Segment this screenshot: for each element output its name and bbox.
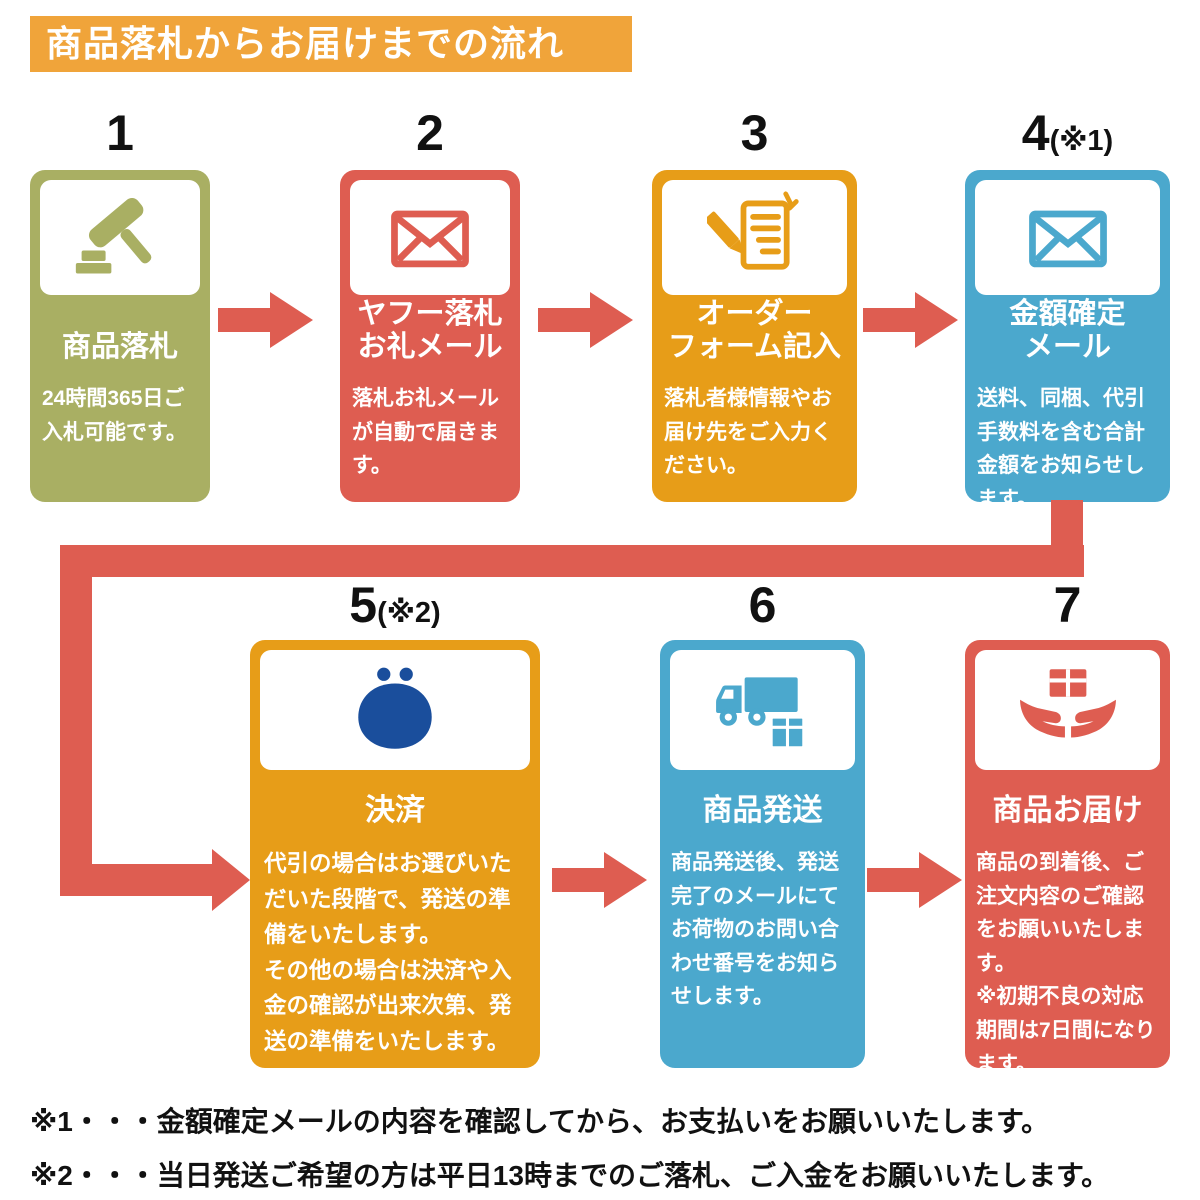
step-title: 金額確定 メール xyxy=(1009,298,1126,363)
mail-icon xyxy=(1028,210,1107,267)
order-form-icon xyxy=(706,190,799,270)
step-number-1: 1 xyxy=(106,105,134,161)
step-number-7: 7 xyxy=(1053,577,1082,633)
delivery-hands-icon xyxy=(1019,669,1116,738)
step-title: 商品落札 xyxy=(61,331,178,363)
step-title: 商品お届け xyxy=(992,794,1143,827)
step-number-4: 4(※1) xyxy=(1021,105,1114,161)
page-title: 商品落札からお届けまでの流れ xyxy=(30,16,632,72)
step-title: オーダー フォーム記入 xyxy=(667,298,842,363)
step-number-2: 2 xyxy=(416,105,444,161)
flow-arrow xyxy=(218,292,313,348)
step-desc: 代引の場合はお選びいただいた段階で、発送の準備をいたします。 その他の場合は決済… xyxy=(264,851,512,1054)
step-desc: 商品発送後、発送完了のメールにてお荷物のお問い合わせ番号をお知らせします。 xyxy=(671,851,839,1009)
step-box-order-form: オーダー フォーム記入 落札者様情報やお届け先をご入力ください。 xyxy=(652,170,857,502)
mail-icon xyxy=(391,210,469,267)
footnote-1: ※1・・・金額確定メールの内容を確認してから、お支払いをお願いいたします。 xyxy=(30,1106,1050,1137)
step-box-payment: 決済 代引の場合はお選びいただいた段階で、発送の準備をいたします。 その他の場合… xyxy=(250,640,540,1068)
step-title: 決済 xyxy=(365,794,425,827)
step-desc: 商品の到着後、ご注文内容のご確認をお願いいたします。 ※初期不良の対応期間は7日… xyxy=(976,851,1156,1076)
step-number-5: 5(※2) xyxy=(349,577,441,633)
step-title: ヤフー落札 お礼メール xyxy=(357,298,503,363)
step-box-auction: 商品落札 24時間365日ご入札可能です。 xyxy=(30,170,210,502)
flow-arrow xyxy=(867,852,962,908)
step-box-delivery: 商品お届け 商品の到着後、ご注文内容のご確認をお願いいたします。 ※初期不良の対… xyxy=(965,640,1170,1076)
step-title: 商品発送 xyxy=(702,794,823,827)
flow-arrow xyxy=(552,852,647,908)
flow-arrow xyxy=(538,292,633,348)
step-box-shipping: 商品発送 商品発送後、発送完了のメールにてお荷物のお問い合わせ番号をお知らせしま… xyxy=(660,640,865,1068)
step-number-3: 3 xyxy=(740,105,769,161)
shipping-truck-icon xyxy=(715,677,805,750)
step-number-6: 6 xyxy=(748,577,777,633)
flow-arrow xyxy=(863,292,958,348)
flow-connector-arrowhead xyxy=(212,849,250,911)
step-desc: 落札お礼メールが自動で届きます。 xyxy=(352,387,499,478)
coin-purse-icon xyxy=(358,667,432,749)
footnote-2: ※2・・・当日発送ご希望の方は平日13時までのご落札、ご入金をお願いいたします。 xyxy=(30,1160,1110,1191)
step-desc: 24時間365日ご入札可能です。 xyxy=(42,387,187,444)
step-desc: 落札者様情報やお届け先をご入力ください。 xyxy=(664,387,832,478)
step-desc: 送料、同梱、代引手数料を含む合計金額をお知らせします。 xyxy=(977,387,1145,511)
step-box-thanks-mail: ヤフー落札 お礼メール 落札お礼メールが自動で届きます。 xyxy=(340,170,520,502)
flow-connector xyxy=(60,864,212,896)
flow-connector xyxy=(60,545,92,896)
gavel-icon xyxy=(75,197,152,274)
flow-connector xyxy=(60,545,1084,577)
step-box-price-mail: 金額確定 メール 送料、同梱、代引手数料を含む合計金額をお知らせします。 xyxy=(965,170,1170,511)
